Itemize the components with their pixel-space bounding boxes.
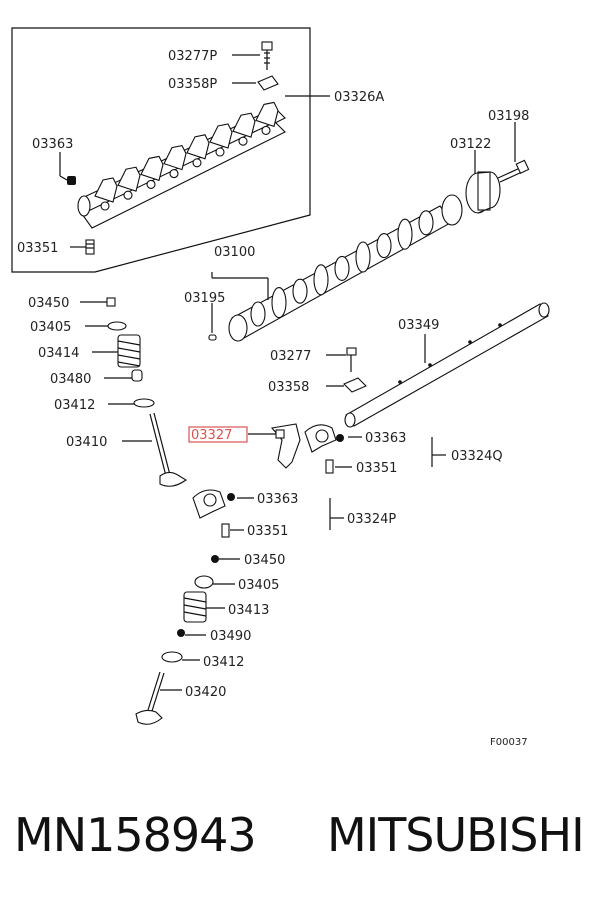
leader-lines: [59, 54, 516, 691]
label-03410: 03410: [66, 435, 107, 450]
spring-03414: [117, 334, 141, 368]
rocker-arm-03324p: [192, 489, 226, 519]
retainer-lock-03450-left: [106, 297, 116, 307]
brand-name: MITSUBISHI: [326, 808, 585, 862]
pin-03363-mid: [336, 434, 344, 442]
label-03349: 03349: [398, 318, 439, 333]
seat-03412-bottom: [161, 651, 183, 663]
retainer-lock-03450-bottom: [211, 555, 219, 563]
label-03326a: 03326A: [334, 90, 384, 105]
seal-03480: [131, 369, 143, 382]
label-03100: 03100: [214, 245, 255, 260]
label-03195: 03195: [184, 291, 225, 306]
label-03412-bottom: 03412: [203, 655, 244, 670]
label-03405-left: 03405: [30, 320, 71, 335]
figure-code: F00037: [490, 737, 528, 748]
label-03358: 03358: [268, 380, 309, 395]
key-03195: [208, 334, 217, 341]
label-03327-highlighted[interactable]: 03327: [191, 428, 232, 443]
label-03122: 03122: [450, 137, 491, 152]
spring-03351-mid: [325, 459, 334, 474]
bolt-03277p: [261, 41, 273, 70]
bolt-03277: [346, 347, 357, 372]
label-03450-bottom: 03450: [244, 553, 285, 568]
label-03324p: 03324P: [347, 512, 396, 527]
camshaft-illustration: [228, 194, 463, 342]
label-03277: 03277: [270, 349, 311, 364]
retainer-03405-bottom: [194, 575, 214, 589]
spring-03351-bottom: [221, 523, 230, 538]
rocker-assembly-frame: [11, 27, 311, 273]
label-03198: 03198: [488, 109, 529, 124]
pin-03363-bottom: [227, 493, 235, 501]
rocker-shaft-03349: [344, 302, 550, 428]
seat-03412-left: [133, 398, 155, 408]
label-03324q: 03324Q: [451, 449, 503, 464]
retainer-03405-left: [107, 321, 127, 331]
pin-03363-top: [67, 176, 76, 185]
label-03363-bottom: 03363: [257, 492, 298, 507]
bolt-03198: [497, 159, 530, 183]
spring-03413: [183, 591, 207, 623]
label-03277p: 03277P: [168, 49, 217, 64]
label-03405-bottom: 03405: [238, 578, 279, 593]
rocker-arm-03327: [270, 423, 301, 469]
label-03363-top: 03363: [32, 137, 73, 152]
plate-03358p: [257, 75, 279, 91]
label-03490: 03490: [210, 629, 251, 644]
part-caption: MN158943 MITSUBISHI: [14, 808, 594, 868]
seal-03490: [177, 629, 185, 637]
label-03414: 03414: [38, 346, 79, 361]
label-03420: 03420: [185, 685, 226, 700]
valve-03410: [149, 412, 188, 487]
label-03480: 03480: [50, 372, 91, 387]
label-03363-mid: 03363: [365, 431, 406, 446]
part-number: MN158943: [14, 808, 257, 862]
label-03358p: 03358P: [168, 77, 217, 92]
plate-03358: [343, 377, 367, 393]
cam-sprocket-03122: [465, 171, 501, 214]
label-03351-mid: 03351: [356, 461, 397, 476]
label-03412-left: 03412: [54, 398, 95, 413]
label-03413: 03413: [228, 603, 269, 618]
label-03450-left: 03450: [28, 296, 69, 311]
label-03351-bottom: 03351: [247, 524, 288, 539]
rocker-arm-assembly-illustration: [77, 101, 286, 229]
spring-03351-top: [85, 239, 95, 255]
valve-03420: [135, 671, 165, 725]
rocker-arm-03324q: [304, 424, 337, 453]
highlight-box-03327: [188, 426, 248, 443]
label-03351-top: 03351: [17, 241, 58, 256]
